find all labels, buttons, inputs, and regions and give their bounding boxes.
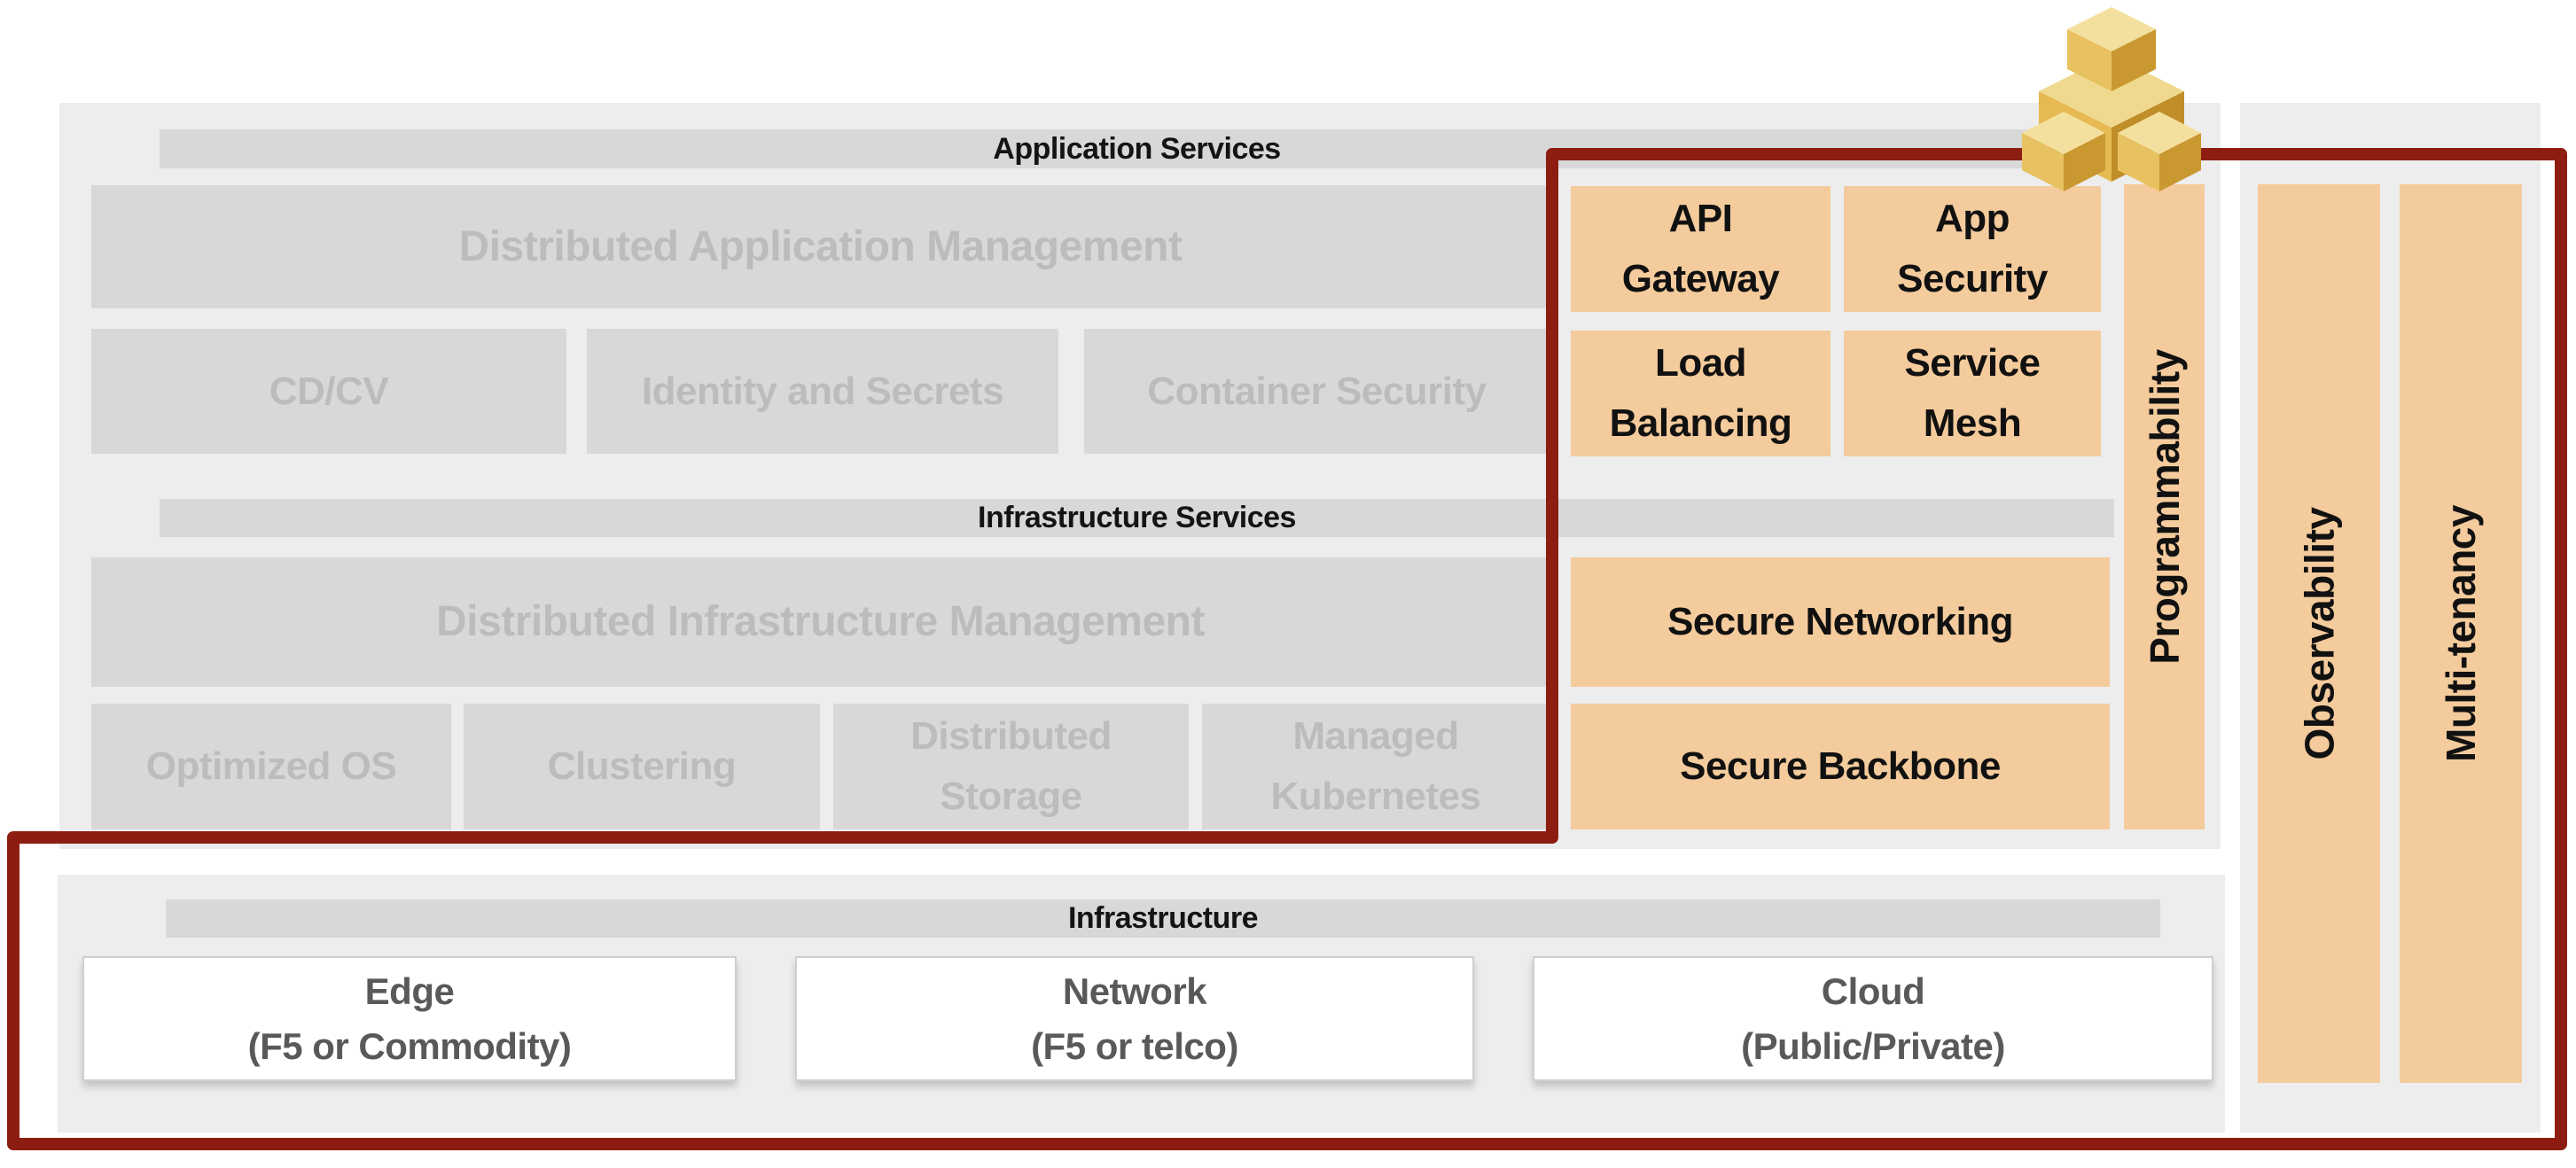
app-security-label-line1: App	[1934, 197, 2010, 240]
clustering-label: Clustering	[547, 744, 737, 788]
api-gateway-box: API Gateway	[1571, 186, 1831, 312]
infrastructure-services-header-label: Infrastructure Services	[978, 501, 1296, 534]
observability-bar: Observability	[2258, 184, 2380, 1083]
cloud-label-line2: (Public/Private)	[1741, 1024, 2005, 1067]
load-balancing-box: Load Balancing	[1571, 331, 1831, 456]
managed-kubernetes-label-line2: Kubernetes	[1270, 775, 1481, 818]
secure-networking-box: Secure Networking	[1571, 557, 2110, 687]
network-label-line2: (F5 or telco)	[1031, 1024, 1238, 1067]
managed-kubernetes-box: Managed Kubernetes	[1202, 704, 1550, 829]
clustering-box: Clustering	[464, 704, 820, 829]
network-box: Network (F5 or telco)	[795, 956, 1474, 1081]
api-gateway-label-line2: Gateway	[1621, 257, 1780, 300]
multi-tenancy-bar: Multi-tenancy	[2400, 184, 2522, 1083]
application-services-header-bar: Application Services	[160, 129, 2114, 168]
programmability-label: Programmability	[2141, 349, 2188, 665]
edge-label-line1: Edge	[364, 969, 455, 1012]
secure-backbone-label: Secure Backbone	[1680, 744, 2001, 788]
cloud-box: Cloud (Public/Private)	[1533, 956, 2213, 1081]
multi-tenancy-label: Multi-tenancy	[2438, 505, 2484, 762]
distributed-storage-label-line1: Distributed	[910, 714, 1112, 758]
load-balancing-label-line2: Balancing	[1609, 401, 1792, 445]
load-balancing-label-line1: Load	[1654, 341, 1747, 385]
app-security-box: App Security	[1844, 186, 2101, 312]
container-security-box: Container Security	[1084, 329, 1550, 454]
infrastructure-services-header-bar: Infrastructure Services	[160, 499, 2114, 537]
identity-and-secrets-label: Identity and Secrets	[641, 369, 1004, 413]
edge-box: Edge (F5 or Commodity)	[82, 956, 737, 1081]
distributed-storage-label-line2: Storage	[940, 775, 1082, 818]
app-security-label-line2: Security	[1897, 257, 2048, 300]
managed-kubernetes-label-line1: Managed	[1292, 714, 1459, 758]
distributed-infrastructure-management-label: Distributed Infrastructure Management	[436, 598, 1205, 645]
service-mesh-box: Service Mesh	[1844, 331, 2101, 456]
cloud-label-line1: Cloud	[1821, 969, 1925, 1012]
identity-and-secrets-box: Identity and Secrets	[587, 329, 1058, 454]
secure-networking-label: Secure Networking	[1667, 600, 2014, 643]
infrastructure-header-bar: Infrastructure	[166, 899, 2160, 938]
distributed-application-management-label: Distributed Application Management	[458, 222, 1183, 270]
optimized-os-label: Optimized OS	[145, 744, 397, 788]
infrastructure-header-label: Infrastructure	[1067, 901, 1259, 935]
container-security-label: Container Security	[1147, 369, 1487, 413]
service-mesh-label-line2: Mesh	[1923, 401, 2022, 445]
secure-backbone-box: Secure Backbone	[1571, 704, 2110, 829]
cd-cv-box: CD/CV	[91, 329, 566, 454]
programmability-bar: Programmability	[2124, 184, 2205, 829]
optimized-os-box: Optimized OS	[91, 704, 451, 829]
network-label-line1: Network	[1062, 969, 1207, 1012]
distributed-storage-box: Distributed Storage	[833, 704, 1189, 829]
observability-label: Observability	[2296, 507, 2343, 760]
cd-cv-label: CD/CV	[269, 369, 389, 413]
service-mesh-label-line1: Service	[1904, 341, 2041, 385]
edge-label-line2: (F5 or Commodity)	[247, 1024, 572, 1067]
api-gateway-label-line1: API	[1668, 197, 1733, 240]
application-services-header-label: Application Services	[993, 131, 1281, 166]
distributed-infrastructure-management-box: Distributed Infrastructure Management	[91, 557, 1550, 687]
distributed-application-management-box: Distributed Application Management	[91, 185, 1550, 308]
